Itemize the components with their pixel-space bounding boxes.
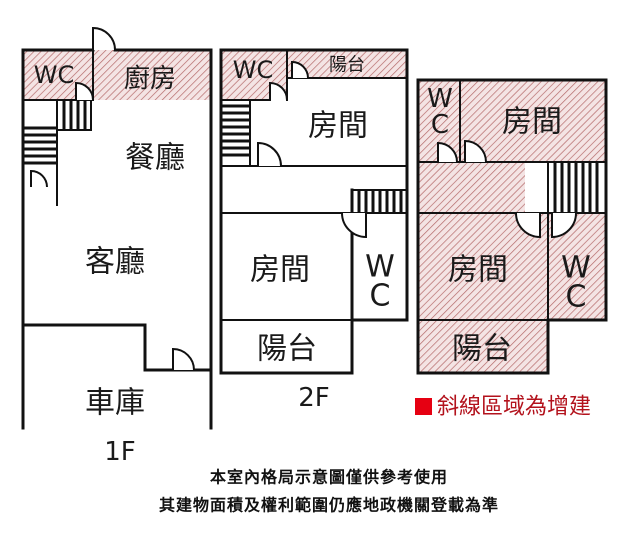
room-label-3f-balcony: 陽台: [452, 332, 512, 367]
door-1f-stair-icon: [30, 169, 48, 188]
door-2f-room-lower-icon: [341, 212, 367, 239]
legend-swatch: [415, 398, 432, 415]
legend-text: 斜線區域為增建: [437, 395, 591, 420]
wall-1f-exterior-right: [113, 48, 213, 430]
door-1f-wc-icon: [75, 81, 94, 101]
wall-2f-wc: [220, 49, 288, 101]
door-3f-room-upper-icon: [464, 139, 487, 163]
room-label-1f-garage: 車庫: [85, 386, 145, 421]
room-label-1f-kitchen: 廚房: [124, 64, 176, 94]
floor-3: W C 房間 房間 W C 陽台: [416, 78, 608, 375]
room-label-2f-wc-side-c: C: [370, 279, 391, 314]
wall-2f-exterior: [219, 48, 409, 375]
stairs-1f-lower-treads: [23, 126, 57, 165]
room-label-2f-balcony-bottom: 陽台: [257, 332, 317, 367]
room-label-3f-wc-left-c: C: [431, 110, 449, 140]
room-label-2f-room-lower: 房間: [250, 253, 310, 288]
room-label-2f-wc: WC: [233, 56, 274, 84]
door-1f-garage-icon: [172, 347, 195, 371]
door-2f-room-upper-icon: [257, 141, 282, 167]
disclaimer-line-2: 其建物面積及權利範圍仍應地政機關登載為準: [159, 496, 499, 515]
disclaimer: 本室內格局示意圖僅供參考使用 其建物面積及權利範圍仍應地政機關登載為準: [159, 468, 499, 515]
area-1f-kitchen: [93, 50, 211, 100]
room-label-3f-wc-right-w: W: [561, 251, 591, 286]
room-label-3f-room-upper: 房間: [502, 105, 562, 140]
room-label-2f-balcony-top: 陽台: [329, 55, 365, 76]
room-label-3f-room-lower: 房間: [448, 253, 508, 288]
stairs-1f-upper-box: [56, 99, 92, 131]
room-label-1f-living: 客廳: [85, 245, 145, 280]
room-label-2f-wc-side-w: W: [365, 250, 395, 285]
door-2f-balcony-icon: [291, 60, 309, 79]
room-label-1f-dining: 餐廳: [125, 141, 185, 176]
legend: 斜線區域為增建: [415, 395, 591, 420]
stairs-2f-upper-treads: [221, 104, 250, 157]
stairs-1f-upper-treads: [62, 100, 87, 130]
room-label-2f-room-upper: 房間: [308, 109, 368, 144]
floor-1: WC 廚房 餐廳 客廳 車庫 1F: [21, 26, 213, 467]
disclaimer-line-1: 本室內格局示意圖僅供參考使用: [210, 468, 448, 487]
stairs-3f-treads: [553, 162, 599, 213]
door-1f-entrance-icon: [92, 26, 116, 51]
door-3f-wc-left-icon: [437, 141, 458, 163]
door-3f-wc-right-icon: [551, 212, 577, 239]
area-3f-balcony: [418, 320, 548, 373]
floor-label-1f: 1F: [104, 437, 136, 467]
floor-label-2f: 2F: [298, 383, 330, 413]
area-3f-corridor: [418, 162, 525, 213]
room-label-1f-wc: WC: [34, 61, 75, 89]
door-2f-wc-icon: [269, 81, 288, 101]
stairs-2f-lower-treads: [357, 190, 403, 213]
door-3f-room-lower-icon: [515, 212, 541, 239]
room-label-3f-wc-right-c: C: [566, 280, 587, 315]
wall-2f-corridor: [220, 165, 408, 214]
room-label-3f-wc-left-w: W: [427, 84, 453, 114]
floor-2: WC 陽台 房間 房間 W C 陽台 2F: [219, 48, 409, 413]
area-3f-room-upper: [460, 80, 606, 162]
wall-1f-exterior-left: [21, 48, 95, 430]
